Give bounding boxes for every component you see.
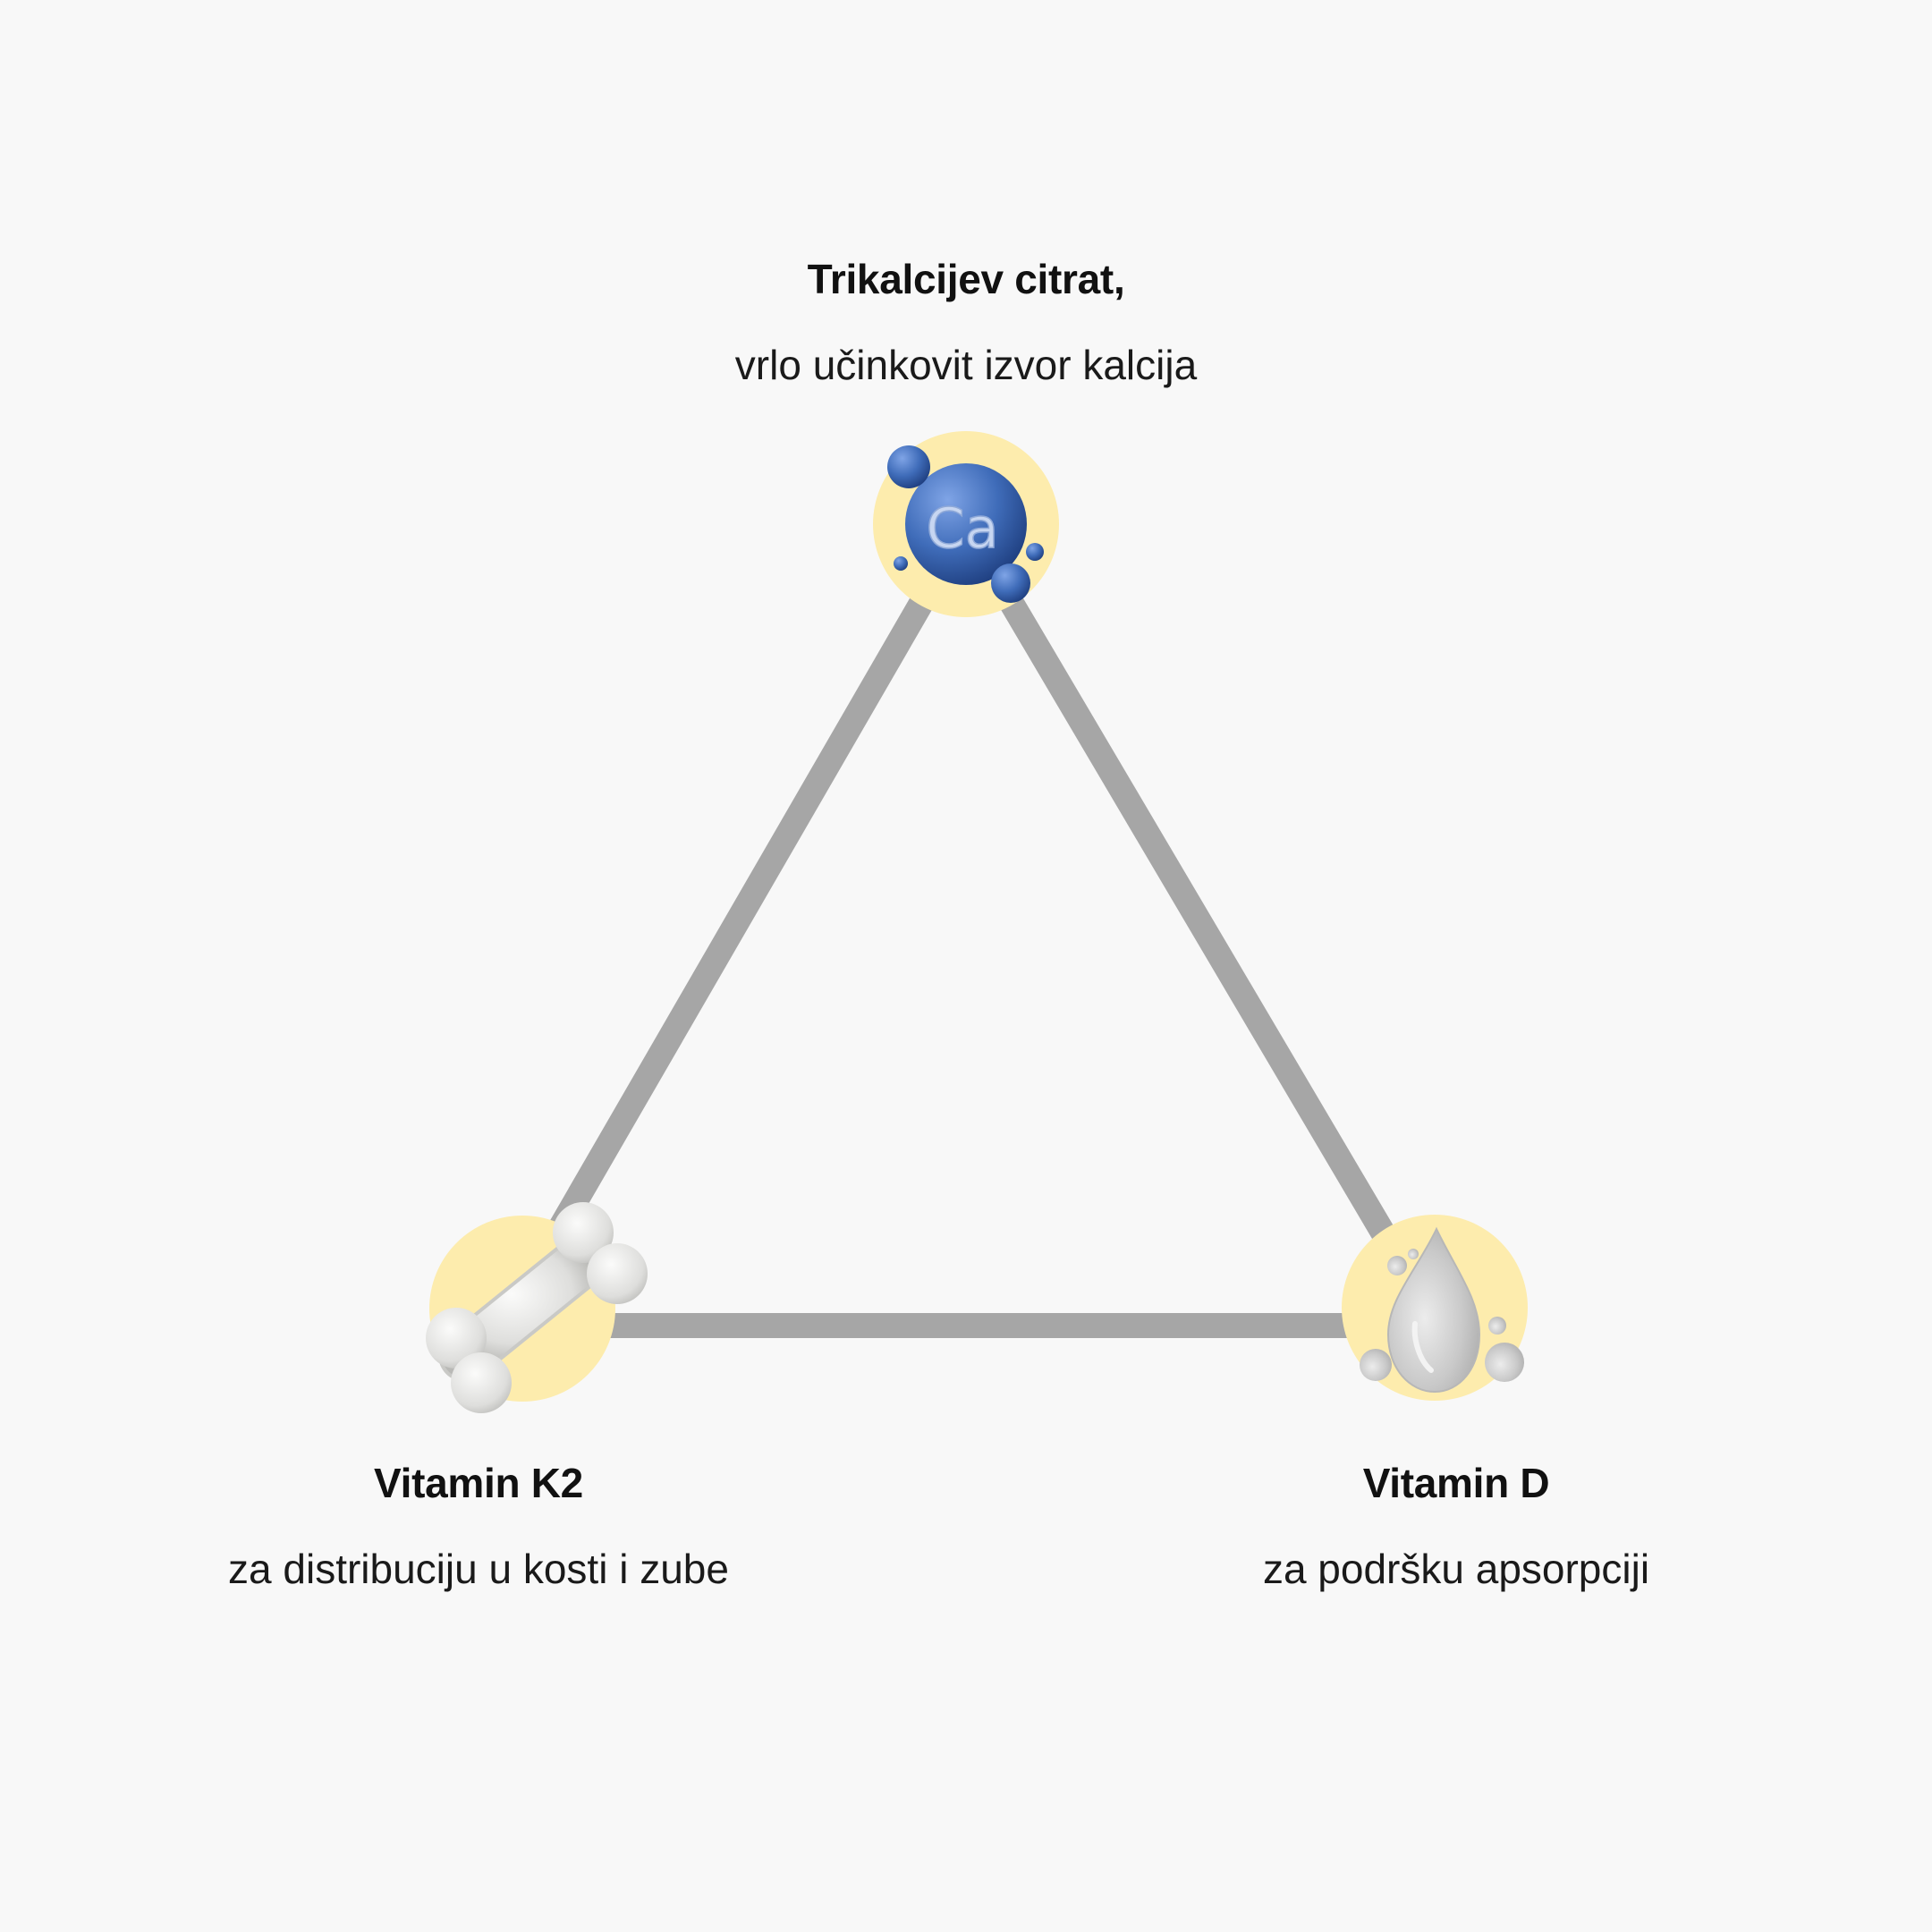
edge-top-right <box>954 519 1446 1327</box>
edge-top-left <box>511 519 978 1301</box>
edges <box>511 519 1446 1338</box>
node-right-description: za podršku apsorpciji <box>1262 1546 1650 1592</box>
calcium-molecule-icon: Ca <box>887 445 1044 603</box>
node-top-title: Trikalcijev citrat, <box>807 256 1125 302</box>
water-drop-icon <box>1360 1226 1524 1394</box>
node-right <box>1342 1215 1528 1401</box>
node-left <box>426 1202 648 1413</box>
node-top-description: vrlo učinkovit izvor kalcija <box>734 342 1198 388</box>
node-top: Ca <box>873 431 1059 617</box>
node-right-title: Vitamin D <box>1362 1460 1550 1506</box>
node-left-title: Vitamin K2 <box>374 1460 583 1506</box>
node-left-description: za distribuciju u kosti i zube <box>228 1546 729 1592</box>
node-top-label: Trikalcijev citrat, vrlo učinkovit izvor… <box>519 254 1413 390</box>
calcium-symbol: Ca <box>926 496 998 561</box>
node-left-label: Vitamin K2 za distribuciju u kosti i zub… <box>31 1458 926 1594</box>
node-right-label: Vitamin D za podršku apsorpciji <box>1009 1458 1903 1594</box>
bone-icon <box>426 1202 648 1413</box>
